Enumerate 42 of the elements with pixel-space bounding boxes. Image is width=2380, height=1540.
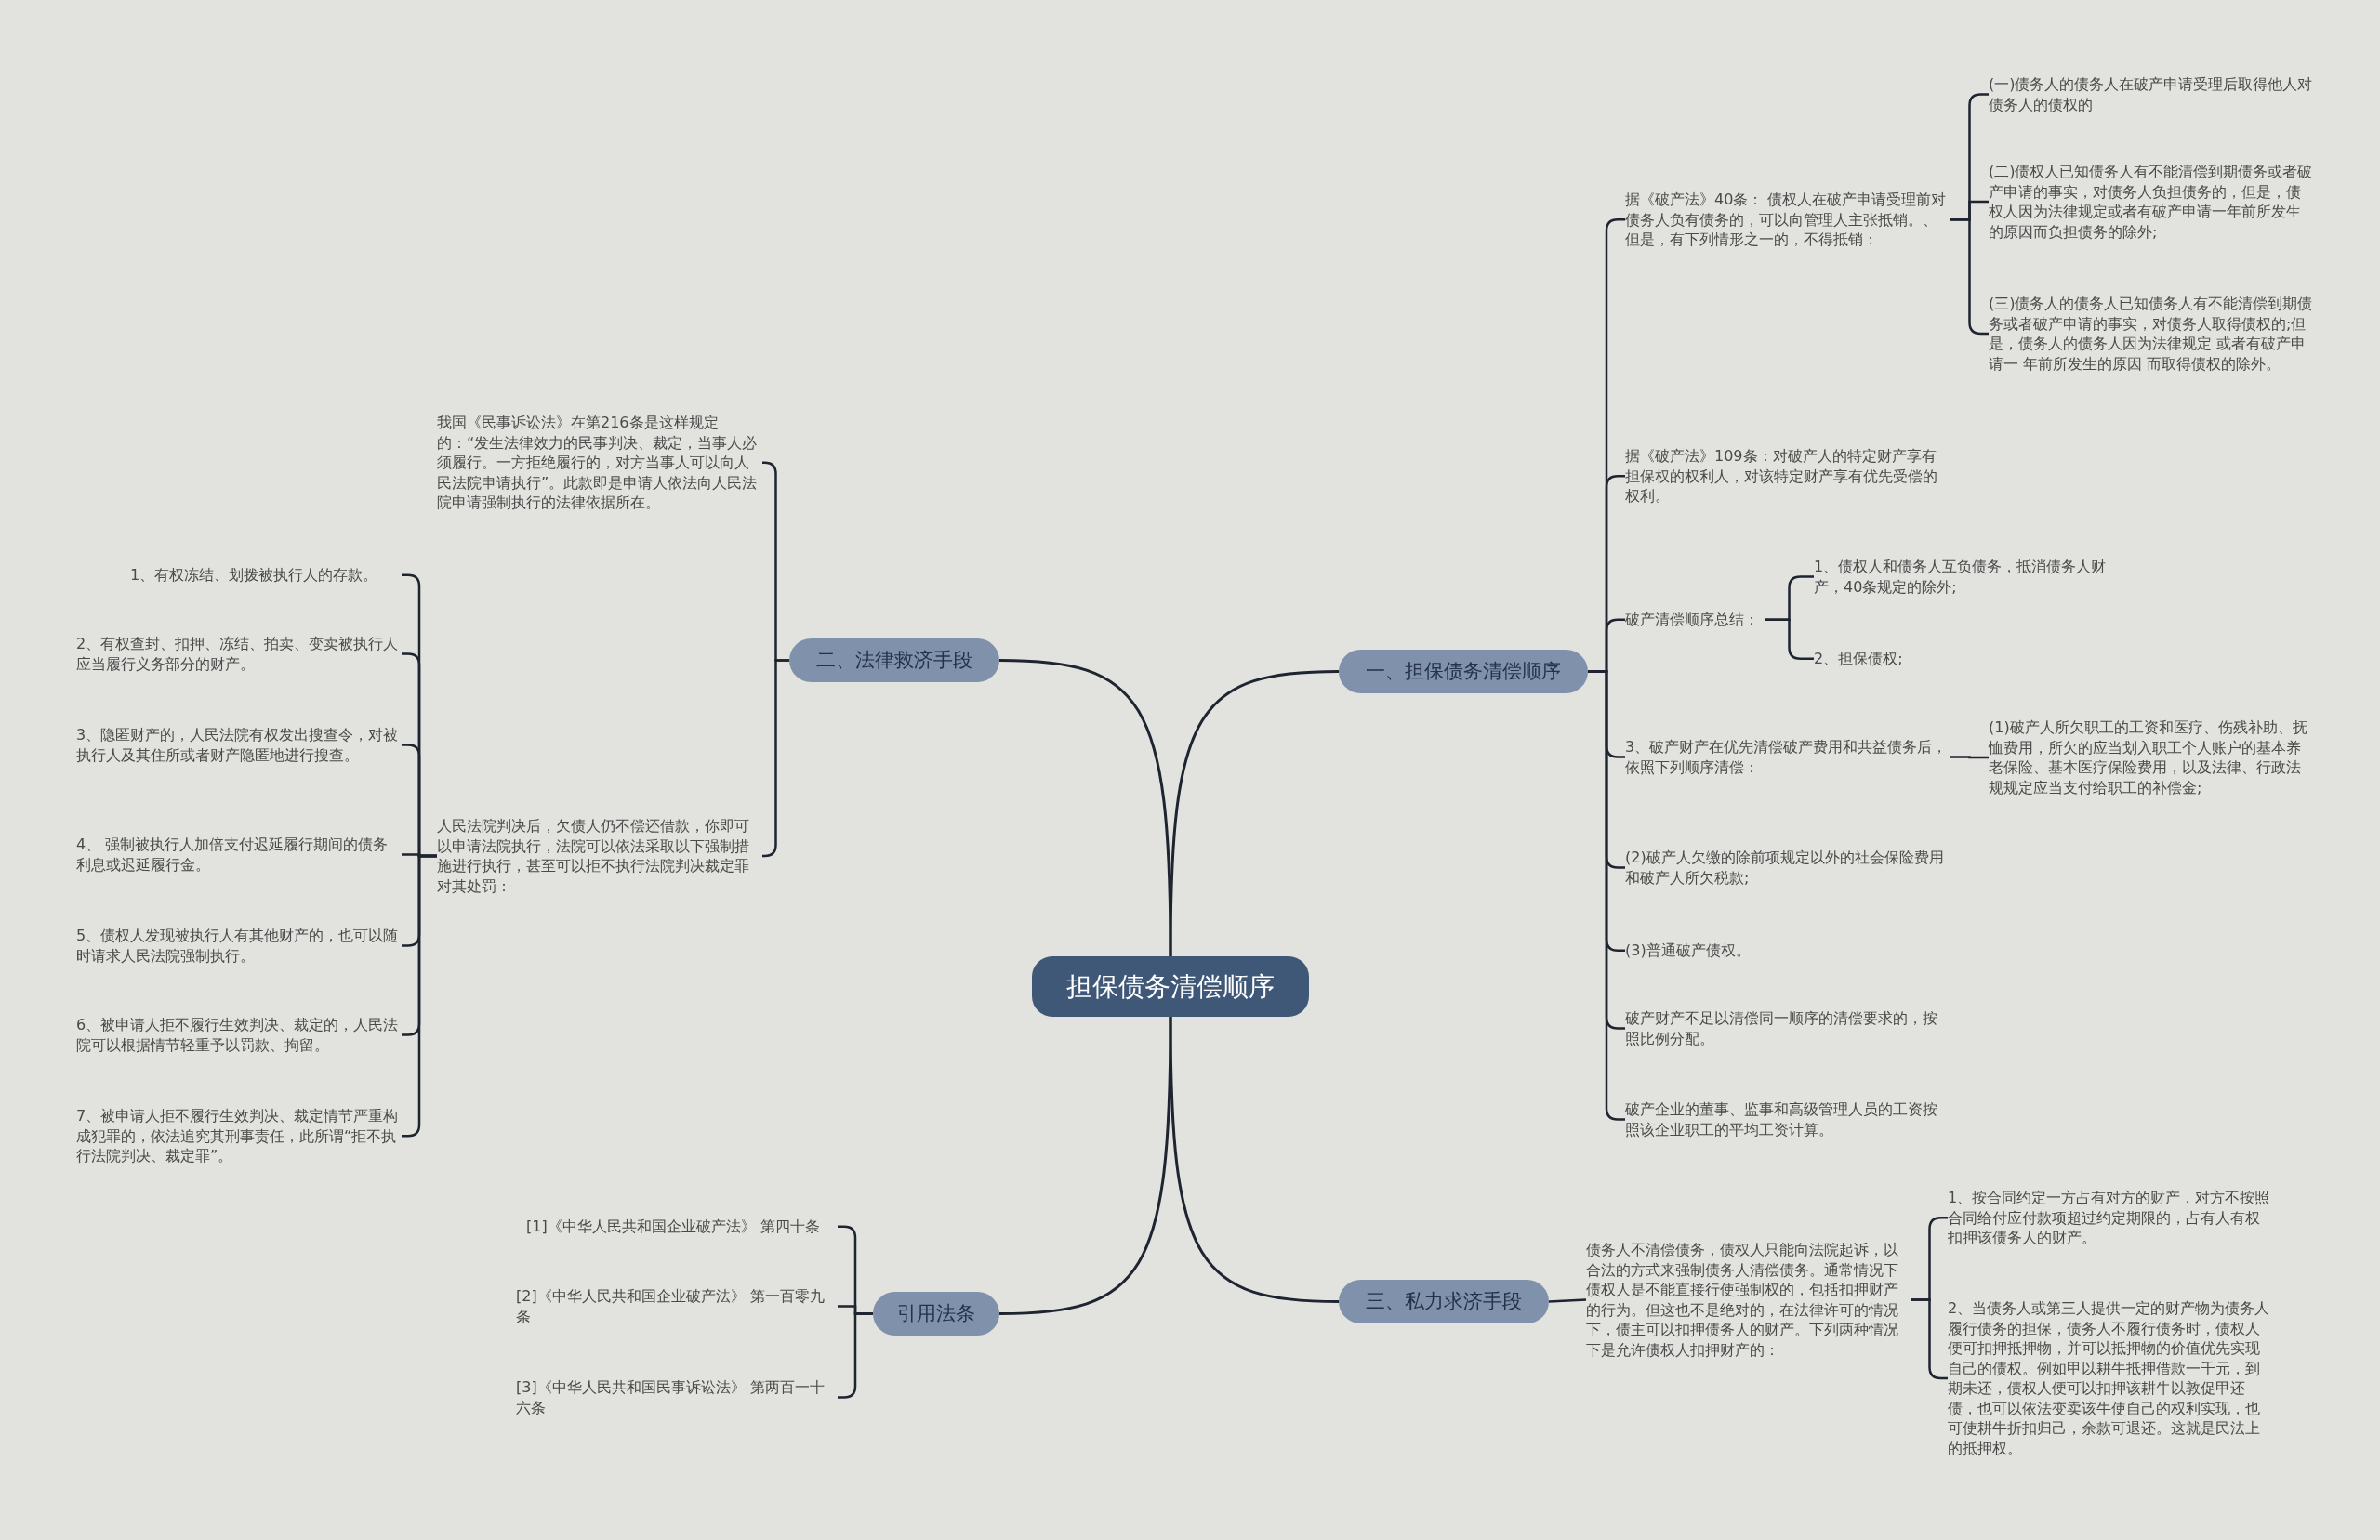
connector-line — [1950, 756, 1989, 759]
note-text: 破产财产不足以清偿同一顺序的清偿要求的，按照比例分配。 — [1625, 1008, 1950, 1048]
branch-topic-box: 三、私力求济手段 — [1339, 1280, 1549, 1323]
note-text: 3、破产财产在优先清偿破产费用和共益债务后，依照下列顺序清偿： — [1625, 737, 1950, 777]
note-text: [1]《中华人民共和国企业破产法》 第四十条 — [526, 1217, 838, 1237]
note-text: (三)债务人的债务人已知债务人有不能清偿到期债务或者破产申请的事实，对债务人取得债权的;但是，债务人的债务人因为法律规定 或者有破产申请一 年前所发生的原因 而取得债权的除外。 — [1989, 294, 2314, 374]
connector-line — [762, 659, 789, 858]
branch-topic-box: 二、法律救济手段 — [789, 638, 999, 682]
note-text: 破产清偿顺序总结： — [1625, 610, 1765, 630]
connector-line — [1765, 618, 1814, 660]
note-text: 1、债权人和债务人互负债务，抵消债务人财产，40条规定的除外; — [1814, 557, 2130, 597]
central-topic-box: 担保债务清偿顺序 — [1032, 956, 1309, 1017]
note-text: (3)普通破产债权。 — [1625, 941, 1950, 961]
note-text: 人民法院判决后，欠债人仍不偿还借款，你即可以申请法院执行，法院可以依法采取以下强制措施进行执行，甚至可以拒不执行法院判决裁定罪对其处罚： — [437, 816, 762, 896]
note-text: 1、按合同约定一方占有对方的财产，对方不按照合同给付应付款项超过约定期限的，占有人有权扣押该债务人的财产。 — [1948, 1188, 2273, 1248]
connector-line — [998, 1017, 1172, 1315]
connector-line — [1169, 1017, 1340, 1303]
note-text: 债务人不清偿债务，债权人只能向法院起诉，以合法的方式来强制债务人清偿债务。通常情况下债权人是不能直接行使强制权的，包括扣押财产的行为。但这也不是绝对的，在法律许可的情况下，债主可以扣押债务人的财产。下列两种情况下是允许债权人扣押财产的： — [1586, 1240, 1911, 1360]
note-text: 据《破产法》40条： 债权人在破产申请受理前对债务人负有债务的，可以向管理人主张抵销。、但是，有下列情形之一的，不得抵销： — [1625, 190, 1950, 250]
note-text: 2、当债务人或第三人提供一定的财产物为债务人履行债务的担保，债务人不履行债务时，债权人便可扣押抵押物，并可以抵押物的价值优先实现自己的债权。例如甲以耕牛抵押借款一千元，到期未还，债权人便可以扣押该耕牛以敦促甲还债，也可以依法变卖该牛使自己的权利实现，也可使耕牛折扣归己，余款可退还。这就是民法上的抵押权。 — [1948, 1298, 2273, 1458]
note-text: (2)破产人欠缴的除前项规定以外的社会保险费用和破产人所欠税款; — [1625, 848, 1950, 888]
note-text: 我国《民事诉讼法》在第216条是这样规定的：“发生法律效力的民事判决、裁定，当事人必须履行。一方拒绝履行的，对方当事人可以向人民法院申请执行”。此款即是申请人依法向人民法院申请强制执行的法律依据所在。 — [437, 413, 762, 513]
connector-line — [1169, 670, 1340, 956]
note-text: 5、债权人发现被执行人有其他财产的，也可以随时请求人民法院强制执行。 — [76, 926, 402, 966]
note-text: 2、担保债权; — [1814, 649, 1953, 669]
note-text: 破产企业的董事、监事和高级管理人员的工资按照该企业职工的平均工资计算。 — [1625, 1099, 1950, 1139]
note-text: 6、被申请人拒不履行生效判决、裁定的，人民法院可以根据情节轻重予以罚款、拘留。 — [76, 1015, 402, 1055]
note-text: 2、有权查封、扣押、冻结、拍卖、变卖被执行人应当履行义务部分的财产。 — [76, 634, 402, 674]
note-text: 4、 强制被执行人加倍支付迟延履行期间的债务利息或迟延履行金。 — [76, 835, 402, 875]
connector-line — [1548, 1298, 1587, 1303]
note-text: [3]《中华人民共和国民事诉讼法》 第两百一十六条 — [516, 1377, 838, 1417]
note-text: [2]《中华人民共和国企业破产法》 第一百零九条 — [516, 1286, 838, 1326]
connector-line — [998, 659, 1172, 956]
note-text: 据《破产法》109条：对破产人的特定财产享有担保权的权利人，对该特定财产享有优先受偿的权利。 — [1625, 446, 1950, 507]
note-text: 1、有权冻结、划拨被执行人的存款。 — [130, 565, 402, 586]
note-text: (1)破产人所欠职工的工资和医疗、伤残补助、抚恤费用，所欠的应当划入职工个人账户的基本养老保险、基本医疗保险费用，以及法律、行政法规规定应当支付给职工的补偿金; — [1989, 717, 2314, 797]
note-text: 7、被申请人拒不履行生效判决、裁定情节严重构成犯罪的，依法追究其刑事责任，此所谓“拒不执行法院判决、裁定罪”。 — [76, 1106, 402, 1166]
branch-topic-box: 一、担保债务清偿顺序 — [1339, 650, 1588, 693]
note-text: (一)债务人的债务人在破产申请受理后取得他人对债务人的债权的 — [1989, 74, 2314, 114]
branch-topic-box: 引用法条 — [873, 1292, 999, 1336]
note-text: 3、隐匿财产的，人民法院有权发出搜查令，对被执行人及其住所或者财产隐匿地进行搜查。 — [76, 725, 402, 765]
note-text: (二)债权人已知债务人有不能清偿到期债务或者破产申请的事实，对债务人负担债务的，但是，债权人因为法律规定或者有破产申请一年前所发生的原因而负担债务的除外; — [1989, 162, 2314, 242]
